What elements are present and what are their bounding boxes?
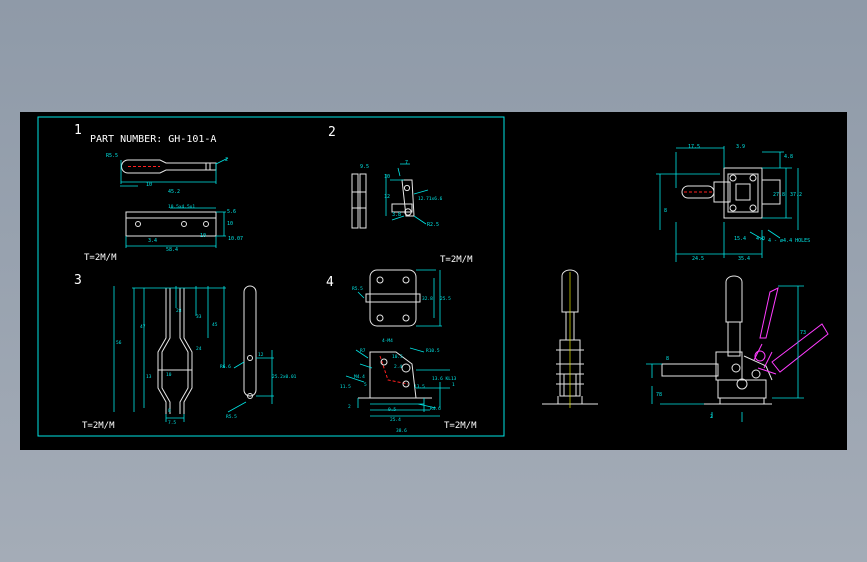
dim-v3-13: 13 [146, 374, 152, 380]
dim-v4-m44: M4.4 [354, 374, 365, 380]
dim-v1-1007: 10.07 [228, 236, 243, 242]
dim-v1-10c: 10 [200, 233, 206, 239]
dim-v1-584: 58.4 [166, 247, 178, 253]
dim-v4-4m4: 4-M4 [382, 338, 393, 344]
dim-v3-56: 56 [116, 340, 122, 346]
dim-rt-48: 4.8 [784, 154, 793, 160]
dim-v2-10: 10 [384, 174, 390, 180]
dim-v4-r55: R5.5 [352, 286, 363, 292]
dim-rt-8: 8 [664, 208, 667, 214]
dim-rb-2: 2 [710, 414, 713, 420]
dim-v4-328: 32.8 [422, 296, 433, 302]
dim-v4-24: 2.4 [394, 364, 402, 370]
view-number-2: 2 [328, 125, 336, 140]
dim-v2-r25: R2.5 [427, 222, 439, 228]
cad-drawing: 1 2 3 4 PART NUMBER: GH-101-A T=2M/M T=2… [37, 116, 829, 437]
dim-v4-r105: R10.5 [426, 348, 440, 354]
dim-v3-r66: R6.6 [220, 364, 231, 370]
dim-v3-28: 28 [176, 308, 182, 314]
dim-rt-278: 27.8 [773, 192, 785, 198]
dim-v3-33: 33 [196, 314, 202, 320]
dim-v1-slot: 10.5x4.5x1 [168, 204, 195, 210]
cad-drawing-area[interactable]: 1 2 3 4 PART NUMBER: GH-101-A T=2M/M T=2… [20, 112, 847, 450]
dim-v3-252: 25.2x0.01 [272, 374, 297, 380]
assembly-side-view [646, 275, 829, 422]
dim-v1-56: 5.6 [227, 209, 236, 215]
dim-v2-7: 7 [405, 160, 408, 166]
dim-v4-115: 11.5 [340, 384, 351, 390]
dim-rt-154: 15.4 [734, 236, 746, 242]
dim-rt-372: 37.2 [790, 192, 802, 198]
thickness-note-1: T=2M/M [84, 253, 117, 263]
dim-v4-2: 2 [348, 404, 351, 410]
dim-v4-136: 13.6 KL13 [432, 376, 457, 382]
part-number-title: PART NUMBER: GH-101-A [90, 134, 216, 145]
thickness-note-2: T=2M/M [440, 255, 473, 265]
dim-v3-r55: R5.5 [226, 414, 237, 420]
view-4-part [345, 269, 450, 417]
dim-v1-10a: 10 [146, 182, 152, 188]
dim-v2-38: 3.8 [392, 212, 401, 218]
dim-rb-73: 73 [800, 330, 806, 336]
dim-v3-8: 8 [168, 408, 171, 414]
dim-v3-45: 45 [212, 322, 218, 328]
dim-v4-r7: R7 [360, 348, 366, 354]
view-2-part [351, 163, 429, 229]
dim-v4-r46: R4.6 [430, 406, 441, 412]
dim-rt-175: 17.5 [688, 144, 700, 150]
dim-v3-24: 24 [196, 346, 202, 352]
dim-v4-386: 38.6 [396, 428, 407, 434]
dim-v1-2: 2 [225, 157, 228, 163]
dim-v4-255: 25.5 [440, 296, 451, 302]
thickness-note-4: T=2M/M [444, 421, 477, 431]
dim-v2-slot: 12.71x6.6 [418, 196, 443, 202]
dim-v3-12: 12 [258, 352, 264, 358]
dim-v3-47: 47 [140, 324, 146, 330]
assembly-top-view [656, 146, 799, 262]
dim-rt-40: 4.0 [756, 236, 765, 242]
dim-v1-34: 3.4 [148, 238, 157, 244]
view-1-part [120, 157, 229, 248]
dim-v1-10b: 10 [227, 221, 233, 227]
sheet-frame [37, 116, 505, 437]
dim-rb-78: 78 [656, 392, 662, 398]
dim-v2-12: 12 [384, 194, 390, 200]
dim-v4-95: 9.5 [388, 407, 396, 413]
view-number-3: 3 [74, 273, 82, 288]
assembly-end-view [542, 269, 598, 408]
dim-v1-r55: R5.5 [106, 153, 118, 159]
dim-v3-10: 10 [166, 372, 172, 378]
dim-v2-95: 9.5 [360, 164, 369, 170]
dim-v1-452: 45.2 [168, 189, 180, 195]
view-number-4: 4 [326, 275, 334, 290]
dim-v4-105: 10.5 [392, 354, 403, 360]
dim-v4-5: 5 [364, 382, 367, 388]
dim-v4-254: 25.4 [390, 417, 401, 423]
dim-v4-1: 1 [452, 382, 455, 388]
dim-rt-holes: 4 - ø4.4 HOLES [768, 238, 810, 244]
view-3-part [113, 285, 274, 422]
dim-rt-245: 24.5 [692, 256, 704, 262]
thickness-note-3: T=2M/M [82, 421, 115, 431]
dim-v3-75: 7.5 [168, 420, 176, 426]
dim-rt-39: 3.9 [736, 144, 745, 150]
dim-rt-354: 35.4 [738, 256, 750, 262]
dim-rb-8: 8 [666, 356, 669, 362]
view-number-1: 1 [74, 123, 82, 138]
dim-v4-135: 13.5 [414, 384, 425, 390]
